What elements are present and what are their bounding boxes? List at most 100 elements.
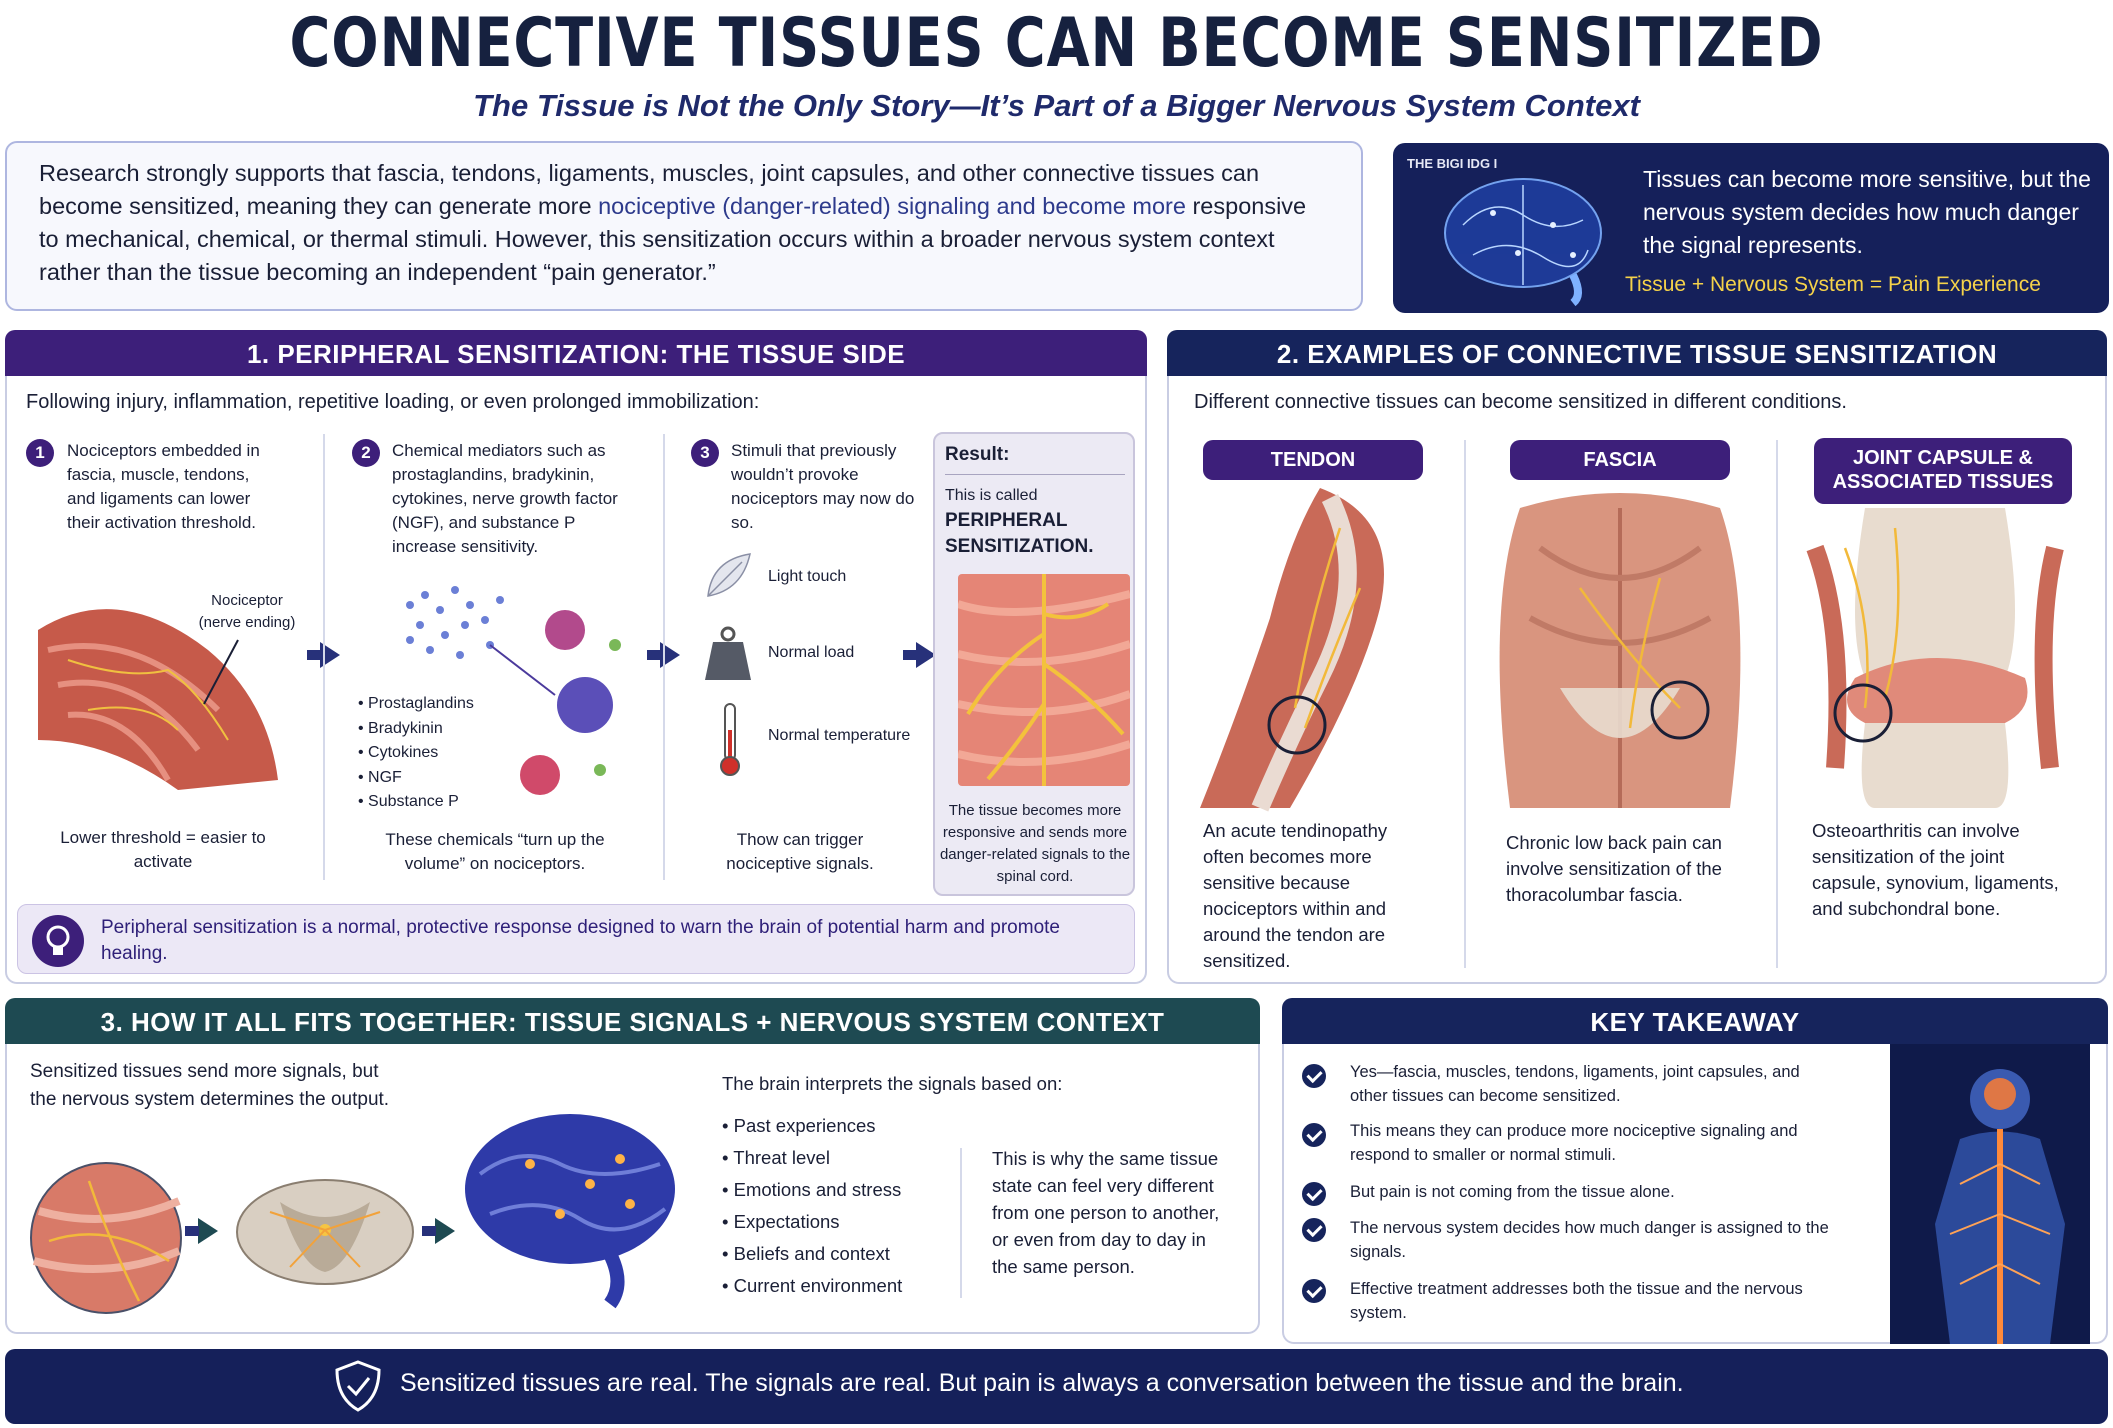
footer-text: Sensitized tissues are real. The signals…	[400, 1369, 1684, 1397]
joint-capsule-label: JOINT CAPSULE & ASSOCIATED TISSUES	[1814, 438, 2072, 504]
factor-item: Current environment	[722, 1270, 903, 1302]
intro-highlight: nociceptive (danger-related) signaling a…	[598, 193, 1186, 219]
mediator-item: Prostaglandins	[358, 692, 474, 717]
step3-number: 3	[691, 439, 719, 467]
fascia-text: Chronic low back pain can involve sensit…	[1506, 832, 1722, 905]
lightbulb-icon	[32, 915, 84, 967]
result-line1: This is called	[945, 487, 1038, 504]
check-icon	[1302, 1182, 1326, 1206]
nociceptor-label: Nociceptor (nerve ending)	[198, 592, 296, 631]
step3-text: Stimuli that previously wouldn’t provoke…	[731, 441, 915, 532]
result-heading: Result:	[945, 444, 1125, 475]
step-divider	[323, 434, 325, 880]
page-title: CONNECTIVE TISSUES CAN BECOME SENSITIZED	[289, 4, 1824, 83]
joint-capsule-text: Osteoarthritis can involve sensitization…	[1812, 820, 2059, 919]
step3-caption: Thow can trigger nociceptive signals.	[726, 830, 874, 873]
factor-item: Beliefs and context	[722, 1238, 902, 1270]
fascia-label: FASCIA	[1510, 440, 1730, 480]
tendon-label: TENDON	[1203, 440, 1423, 480]
tissue-circle-illustration	[30, 1162, 182, 1314]
factor-item: Expectations	[722, 1206, 902, 1238]
step2-number: 2	[352, 439, 380, 467]
mediator-item: NGF	[358, 766, 474, 791]
big-idea-text: Tissues can become more sensitive, but t…	[1643, 166, 2091, 258]
page-subtitle: The Tissue is Not the Only Story—It’s Pa…	[473, 88, 1640, 123]
takeaway-item: Yes—fascia, muscles, tendons, ligaments,…	[1350, 1063, 1800, 1105]
section3-lead: Sensitized tissues send more signals, bu…	[30, 1061, 390, 1110]
weight-icon	[705, 626, 751, 680]
brain-network-icon	[1444, 178, 1602, 307]
mediator-item: Bradykinin	[358, 717, 474, 742]
factor-item: Past experiences	[722, 1110, 902, 1142]
arrow-right-icon	[307, 642, 340, 668]
mediators-list: Prostaglandins Bradykinin Cytokines NGF …	[358, 692, 474, 815]
section3-note: This is why the same tissue state can fe…	[992, 1148, 1220, 1277]
thermometer-icon	[720, 703, 740, 776]
big-idea-tag: THE BIGI IDG I	[1407, 156, 1498, 171]
sensitized-tissue-illustration	[958, 574, 1130, 786]
human-nervous-system-illustration	[1890, 1044, 2090, 1344]
tendon-text: An acute tendinopathy often becomes more…	[1203, 820, 1388, 971]
footer-banner: Sensitized tissues are real. The signals…	[5, 1349, 2108, 1424]
intro-text: Research strongly supports that fascia, …	[39, 157, 1319, 289]
big-idea-equation: Tissue + Nervous System = Pain Experienc…	[1625, 273, 2041, 296]
arrow-right-icon	[647, 642, 680, 668]
step2-caption: These chemicals “turn up the volume” on …	[385, 830, 605, 873]
section1-lead: Following injury, inflammation, repetiti…	[26, 391, 760, 413]
result-body: This is called PERIPHERAL SENSITIZATION.	[945, 484, 1105, 560]
section2-header: 2. EXAMPLES OF CONNECTIVE TISSUE SENSITI…	[1167, 330, 2107, 378]
takeaway-item: This means they can produce more nocicep…	[1350, 1122, 1798, 1164]
spinal-cord-illustration	[236, 1179, 414, 1285]
intro-part1: Research strongly supports that fascia, …	[39, 160, 1260, 219]
mediator-item: Substance P	[358, 790, 474, 815]
tip-box: Peripheral sensitization is a normal, pr…	[17, 904, 1135, 974]
factor-item: Threat level	[722, 1142, 902, 1174]
mediators-list-wrap: Prostaglandins Bradykinin Cytokines NGF …	[358, 692, 474, 815]
check-icon	[1302, 1218, 1326, 1242]
big-idea-panel: THE BIGI IDG I Tissues can become more s…	[1393, 143, 2109, 313]
column-divider	[1776, 440, 1778, 968]
step1-number: 1	[26, 439, 54, 467]
knee-joint-illustration	[1806, 508, 2064, 808]
feather-icon	[707, 553, 751, 597]
arrow-right-icon	[422, 1218, 455, 1244]
intro-part2: responsive to mechanical, chemical, or t…	[39, 193, 1307, 285]
factors-wrap: Past experiences Threat level Emotions a…	[722, 1110, 902, 1302]
mediator-item: Cytokines	[358, 741, 474, 766]
section2-lead: Different connective tissues can become …	[1194, 391, 1847, 413]
arrow-right-icon	[903, 642, 936, 668]
fascia-back-illustration	[1499, 493, 1741, 808]
column-divider	[1464, 440, 1466, 968]
step1-caption: Lower threshold = easier to activate	[60, 828, 266, 871]
muscle-tissue-illustration	[38, 609, 278, 790]
stimulus-normal-load: Normal load	[768, 644, 855, 661]
brain-illustration	[465, 1114, 675, 1309]
interp-heading: The brain interprets the signals based o…	[722, 1073, 1063, 1094]
stimulus-light-touch: Light touch	[768, 568, 847, 585]
takeaway-item: But pain is not coming from the tissue a…	[1350, 1183, 1675, 1201]
tip-text: Peripheral sensitization is a normal, pr…	[101, 917, 1060, 964]
section4-header: KEY TAKEAWAY	[1282, 998, 2108, 1046]
step2-text: Chemical mediators such as prostaglandin…	[392, 441, 618, 556]
factors-list: Past experiences Threat level Emotions a…	[722, 1110, 902, 1302]
step-divider	[663, 434, 665, 880]
step1-text: Nociceptors embedded in fascia, muscle, …	[67, 441, 260, 532]
takeaway-item: Effective treatment addresses both the t…	[1350, 1280, 1803, 1322]
result-line2: PERIPHERAL SENSITIZATION.	[945, 510, 1094, 557]
nociceptor-pointer-line	[203, 639, 239, 705]
stimulus-normal-temperature: Normal temperature	[768, 727, 911, 744]
chemical-mediators-illustration	[406, 586, 621, 795]
shield-check-icon	[335, 1360, 381, 1412]
check-icon	[1302, 1064, 1326, 1088]
check-icon	[1302, 1279, 1326, 1303]
takeaway-item: The nervous system decides how much dang…	[1350, 1219, 1829, 1261]
tendon-illustration	[1200, 488, 1384, 812]
intro-panel: Research strongly supports that fascia, …	[5, 141, 1363, 311]
check-icon	[1302, 1123, 1326, 1147]
section1-header: 1. PERIPHERAL SENSITIZATION: THE TISSUE …	[5, 330, 1147, 378]
column-divider	[960, 1148, 962, 1298]
section3-header: 3. HOW IT ALL FITS TOGETHER: TISSUE SIGN…	[5, 998, 1260, 1046]
factor-item: Emotions and stress	[722, 1174, 902, 1206]
result-caption: The tissue becomes more responsive and s…	[939, 802, 1131, 885]
arrow-right-icon	[185, 1218, 218, 1244]
